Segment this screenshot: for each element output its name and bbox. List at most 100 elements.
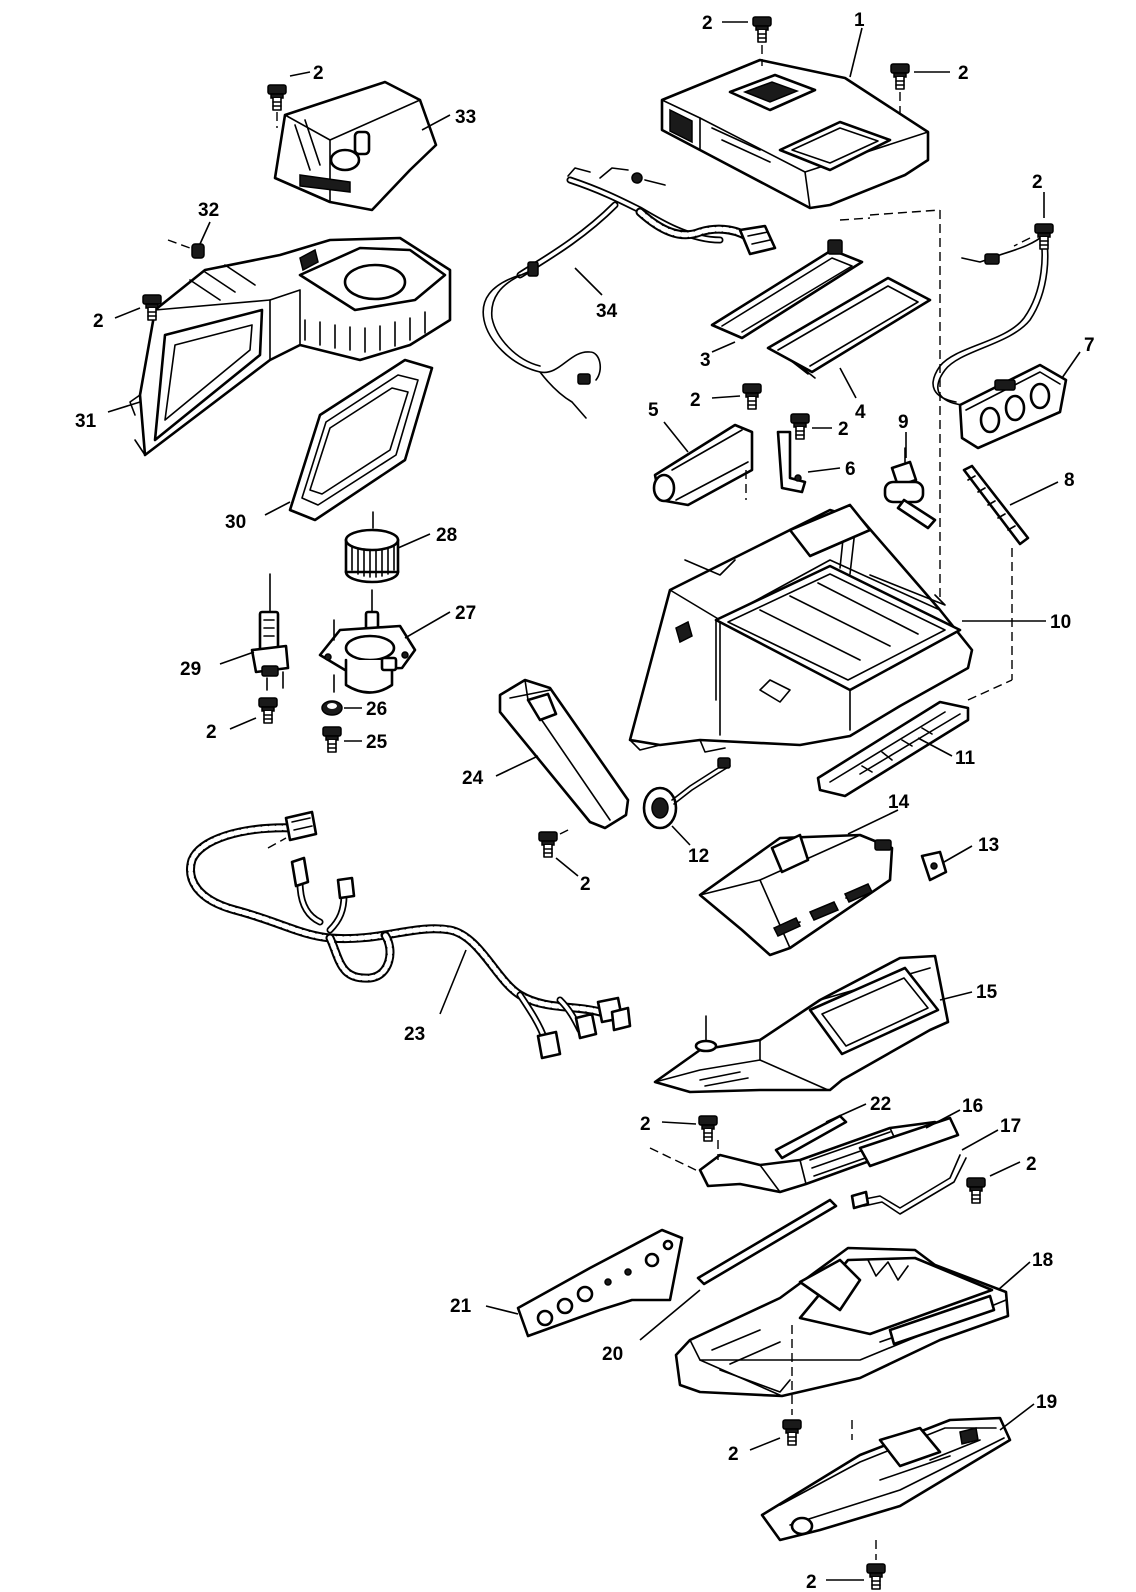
- leader-22: 22: [825, 1094, 891, 1123]
- callout-28: 28: [436, 525, 457, 546]
- part-filter-frame: [288, 358, 434, 522]
- screw-icon: [966, 1177, 986, 1204]
- leader-30: 30: [225, 501, 291, 533]
- callout-2-i: 2: [580, 874, 591, 895]
- leader-7: 7: [1061, 335, 1095, 379]
- callout-2-h: 2: [1032, 172, 1043, 193]
- callout-8: 8: [1064, 470, 1075, 491]
- screw-icon: [890, 63, 910, 90]
- leader-17: 17: [961, 1116, 1021, 1151]
- callout-26: 26: [366, 699, 387, 720]
- callout-12: 12: [688, 846, 709, 867]
- part-bracket: [776, 430, 807, 494]
- leader-27: 27: [404, 603, 476, 639]
- callout-2-a: 2: [702, 13, 713, 34]
- leader-2-d: 2: [93, 307, 141, 332]
- callout-7: 7: [1084, 335, 1095, 356]
- callout-2-l: 2: [728, 1444, 739, 1465]
- screw-icon: [698, 1115, 718, 1142]
- callout-2-j: 2: [640, 1114, 651, 1135]
- part-blower-motor: [318, 589, 417, 694]
- part-defroster-vent: [698, 833, 894, 957]
- callout-23: 23: [404, 1024, 425, 1045]
- leader-2-j: 2: [640, 1114, 697, 1135]
- callout-15: 15: [976, 982, 998, 1003]
- callout-33: 33: [455, 107, 476, 128]
- callout-20: 20: [602, 1344, 623, 1365]
- leader-2-i: 2: [555, 857, 591, 895]
- callout-31: 31: [75, 411, 97, 432]
- part-blower-housing: [129, 236, 452, 457]
- part-mounting-plate: [516, 1228, 684, 1338]
- screw-icon: [258, 697, 278, 724]
- part-side-duct: [498, 678, 630, 830]
- leader-2-m: 2: [806, 1572, 864, 1592]
- callout-32: 32: [198, 200, 219, 221]
- screw-icon: [866, 1563, 886, 1590]
- callout-4: 4: [855, 402, 866, 423]
- leader-32: 32: [198, 200, 219, 245]
- leader-33: 33: [421, 107, 476, 131]
- part-heater-core: [766, 276, 932, 379]
- callout-3: 3: [700, 350, 711, 371]
- screw-icon: [790, 413, 810, 440]
- callout-27: 27: [455, 603, 476, 624]
- screw-icon: [752, 16, 772, 43]
- part-lower-housing: [674, 1246, 1010, 1415]
- part-blower-wheel: [344, 511, 400, 584]
- part-link-rod: [962, 464, 1030, 546]
- leader-12: 12: [671, 825, 709, 867]
- callout-2-m: 2: [806, 1572, 817, 1592]
- callout-6: 6: [845, 459, 856, 480]
- part-intake-duct: [273, 80, 438, 212]
- part-bottom-tray: [760, 1416, 1012, 1560]
- callout-14: 14: [888, 792, 910, 813]
- callout-24: 24: [462, 768, 484, 789]
- leader-20: 20: [602, 1289, 701, 1365]
- part-main-case: [628, 503, 974, 753]
- screw-icon: [782, 1419, 802, 1446]
- callout-18: 18: [1032, 1250, 1053, 1271]
- part-long-rod: [696, 1198, 838, 1286]
- screw-icon: [742, 383, 762, 410]
- callout-2-g: 2: [838, 419, 849, 440]
- leader-34: 34: [574, 267, 618, 322]
- part-clip: [920, 850, 948, 882]
- leader-5: 5: [648, 400, 689, 453]
- leader-15: 15: [939, 982, 998, 1003]
- screw-icon: [1034, 223, 1054, 250]
- leader-18: 18: [997, 1250, 1053, 1291]
- leader-14: 14: [847, 792, 910, 835]
- callout-2-e: 2: [206, 722, 217, 743]
- leader-29: 29: [180, 651, 255, 680]
- leader-6: 6: [807, 459, 856, 480]
- callout-21: 21: [450, 1296, 472, 1317]
- screw-icon: [538, 831, 558, 858]
- callout-16: 16: [962, 1096, 983, 1117]
- leader-4: 4: [839, 367, 866, 423]
- leader-11: 11: [917, 737, 976, 769]
- screw-icon: [322, 726, 342, 753]
- leader-19: 19: [999, 1392, 1057, 1431]
- part-evaporator-core: [710, 239, 864, 340]
- callout-2-b: 2: [958, 63, 969, 84]
- leader-3: 3: [700, 341, 736, 371]
- leader-2-f: 2: [690, 390, 741, 411]
- callout-2-f: 2: [690, 390, 701, 411]
- part-control-panel: [932, 233, 1068, 450]
- part-actuator: [652, 423, 754, 507]
- part-heater-tube: [774, 1114, 848, 1160]
- leader-31: 31: [75, 401, 141, 432]
- leader-2-c: 2: [289, 63, 324, 84]
- part-grommet: [321, 700, 343, 716]
- callout-19: 19: [1036, 1392, 1057, 1413]
- leader-2-l: 2: [728, 1437, 781, 1465]
- callout-2-c: 2: [313, 63, 324, 84]
- leader-23: 23: [404, 949, 467, 1045]
- callout-17: 17: [1000, 1116, 1021, 1137]
- part-resistor: [250, 573, 290, 691]
- leader-9: 9: [898, 412, 909, 458]
- screw-icon: [267, 84, 287, 111]
- callout-29: 29: [180, 659, 201, 680]
